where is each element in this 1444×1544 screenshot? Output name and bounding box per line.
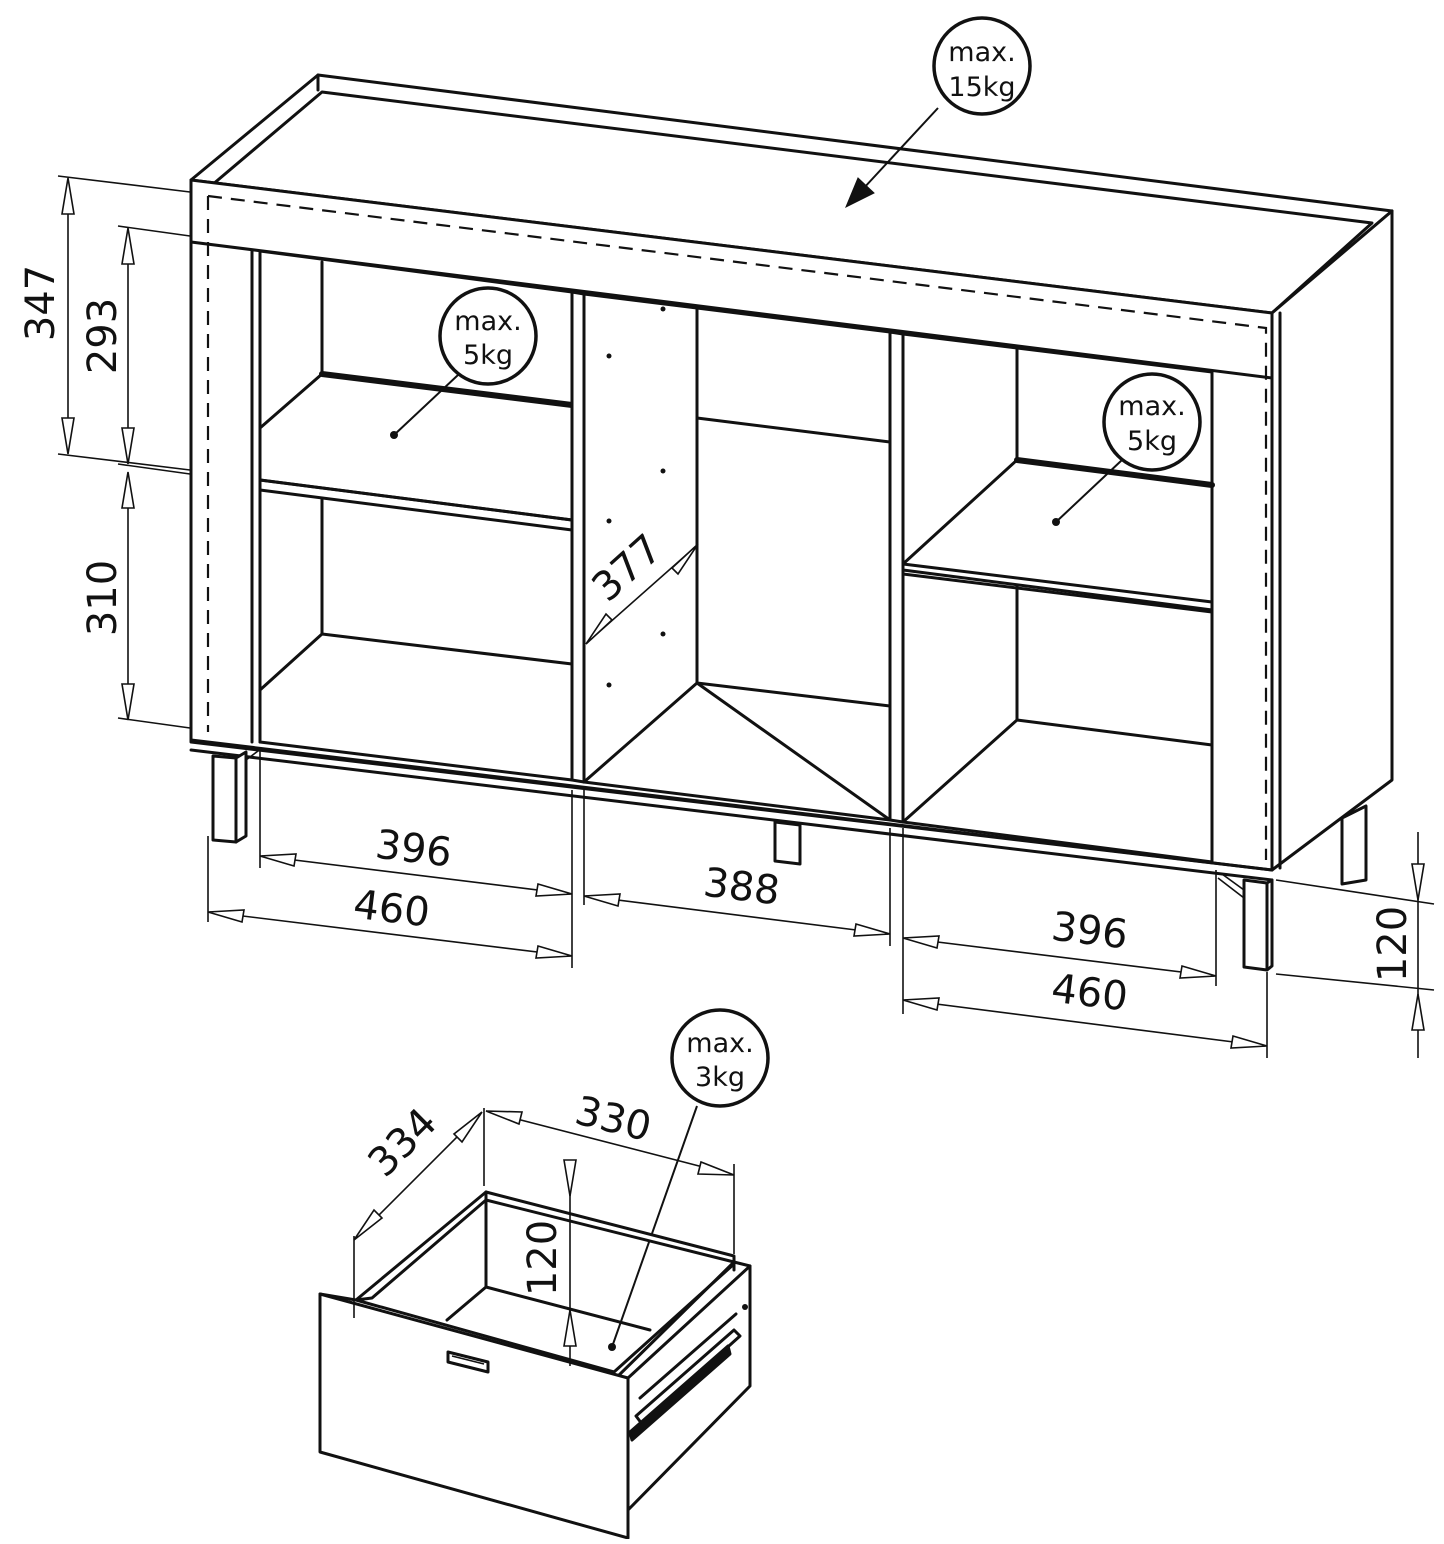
cabinet-drawing bbox=[189, 73, 1394, 972]
dimension-388: 388 bbox=[583, 860, 891, 937]
dimension-396-left: 396 bbox=[259, 822, 573, 897]
drawer-load-line1: max. bbox=[686, 1028, 753, 1059]
drawer-load-line2: 3kg bbox=[695, 1062, 745, 1093]
dimension-293: 293 bbox=[80, 225, 191, 475]
badge-right-shelf-load: max. 5kg bbox=[1052, 372, 1202, 526]
dim-460-right-label: 460 bbox=[1049, 966, 1130, 1021]
dimension-347: 347 bbox=[18, 175, 191, 471]
right-shelf-load-line2: 5kg bbox=[1127, 426, 1177, 457]
top-load-line1: max. bbox=[948, 37, 1015, 68]
dimension-460-right: 460 bbox=[902, 966, 1268, 1049]
dimension-460-left: 460 bbox=[207, 882, 573, 959]
dim-396-right-label: 396 bbox=[1049, 904, 1130, 959]
dim-293-label: 293 bbox=[80, 298, 126, 374]
dim-310-label: 310 bbox=[80, 560, 126, 636]
dim-388-label: 388 bbox=[701, 860, 782, 915]
dimension-drawer-120: 120 bbox=[520, 1159, 577, 1366]
extension-lines-bottom bbox=[207, 750, 1268, 1058]
dimension-396-right: 396 bbox=[902, 904, 1217, 979]
dim-drawer-330-label: 330 bbox=[571, 1088, 656, 1151]
dim-460-left-label: 460 bbox=[351, 882, 432, 937]
dim-drawer-120-label: 120 bbox=[520, 1220, 566, 1296]
dimension-leg-120: 120 bbox=[1275, 832, 1435, 1058]
dim-drawer-334-label: 334 bbox=[360, 1100, 447, 1187]
left-shelf-load-line2: 5kg bbox=[463, 340, 513, 371]
left-shelf-load-line1: max. bbox=[454, 306, 521, 337]
dim-396-left-label: 396 bbox=[373, 822, 454, 877]
badge-left-shelf-load: max. 5kg bbox=[390, 286, 538, 439]
dim-leg-120-label: 120 bbox=[1370, 906, 1416, 982]
legs bbox=[211, 747, 1368, 972]
badge-drawer-load: max. 3kg bbox=[608, 1008, 770, 1351]
badge-top-load: max. 15kg bbox=[845, 16, 1032, 209]
shelf-pin-holes bbox=[606, 306, 666, 688]
dim-347-label: 347 bbox=[18, 265, 64, 341]
right-shelf-load-line1: max. bbox=[1118, 391, 1185, 422]
top-load-line2: 15kg bbox=[948, 72, 1015, 103]
dimension-310: 310 bbox=[80, 471, 191, 729]
drawer-drawing bbox=[318, 1190, 752, 1540]
